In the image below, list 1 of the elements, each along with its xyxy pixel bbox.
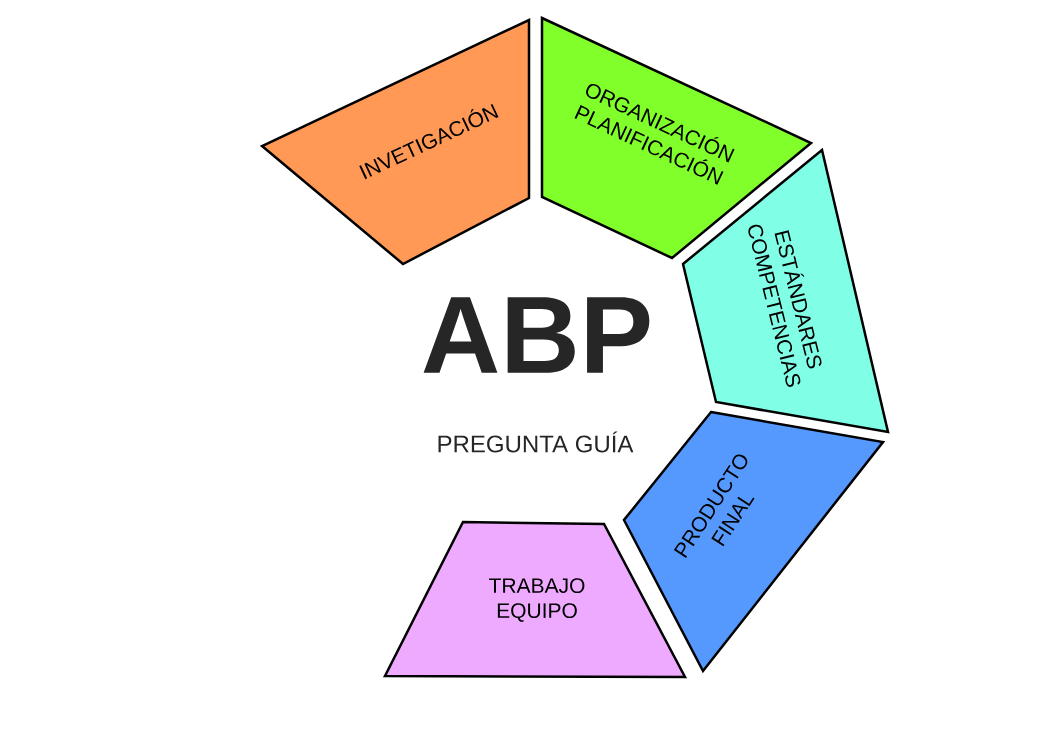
title-text: ABP — [423, 297, 650, 373]
